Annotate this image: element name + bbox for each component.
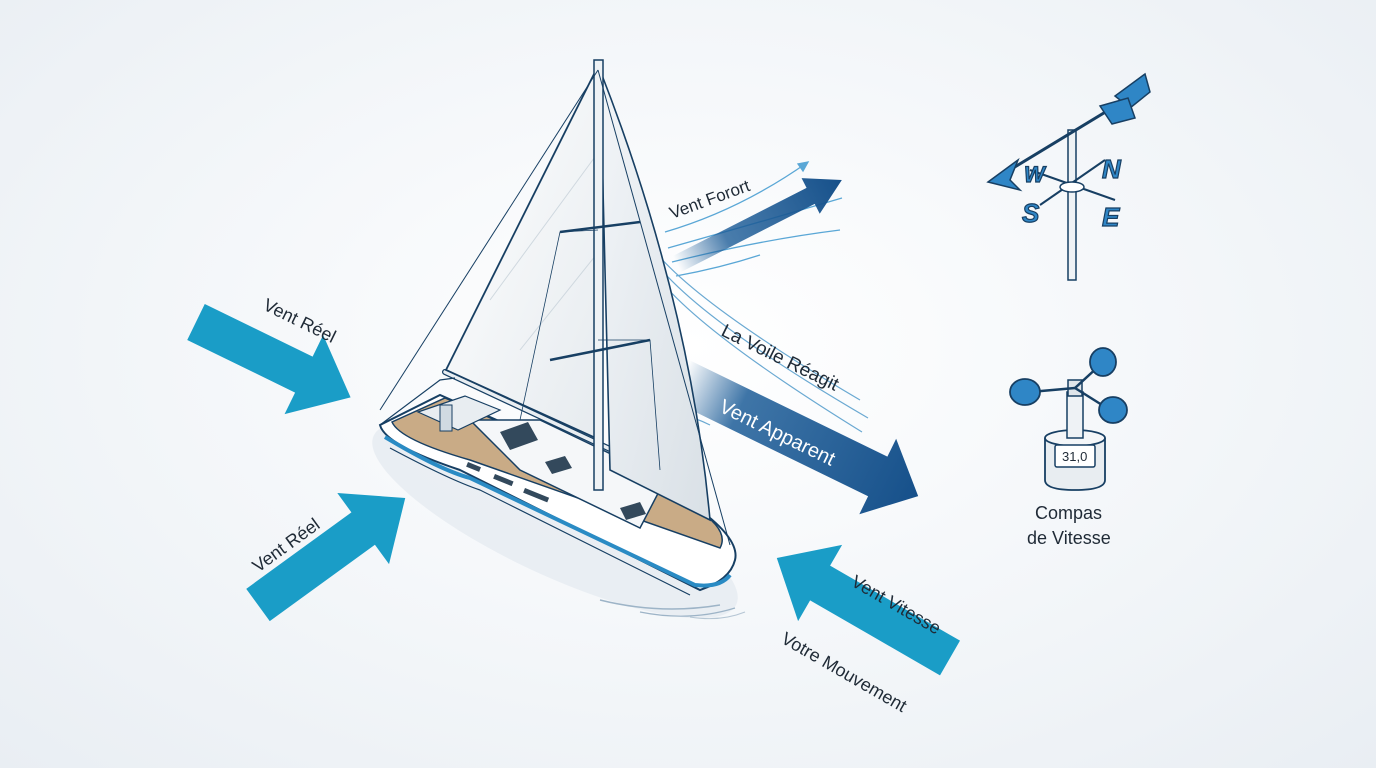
anemometer-display: 31,0 (1062, 449, 1087, 464)
weather-vane-icon: N S E W (986, 72, 1151, 281)
sailboat-illustration (378, 59, 737, 596)
vane-letter-s: S (1022, 198, 1040, 228)
vane-letter-e: E (1102, 202, 1120, 232)
anemometer-icon: 31,0 (1009, 347, 1128, 491)
vane-letter-n: N (1102, 154, 1122, 184)
vane-letter-w: W (1024, 162, 1047, 187)
boat-speed-wind-arrow (776, 544, 960, 676)
label-compas-line1: Compas (1035, 503, 1102, 523)
true-wind-arrow-top (187, 304, 351, 415)
label-compas-line2: de Vitesse (1027, 528, 1111, 548)
forward-wind-arrow (672, 178, 842, 273)
true-wind-arrow-bottom (246, 492, 406, 622)
apparent-wind-arrow (670, 360, 919, 515)
